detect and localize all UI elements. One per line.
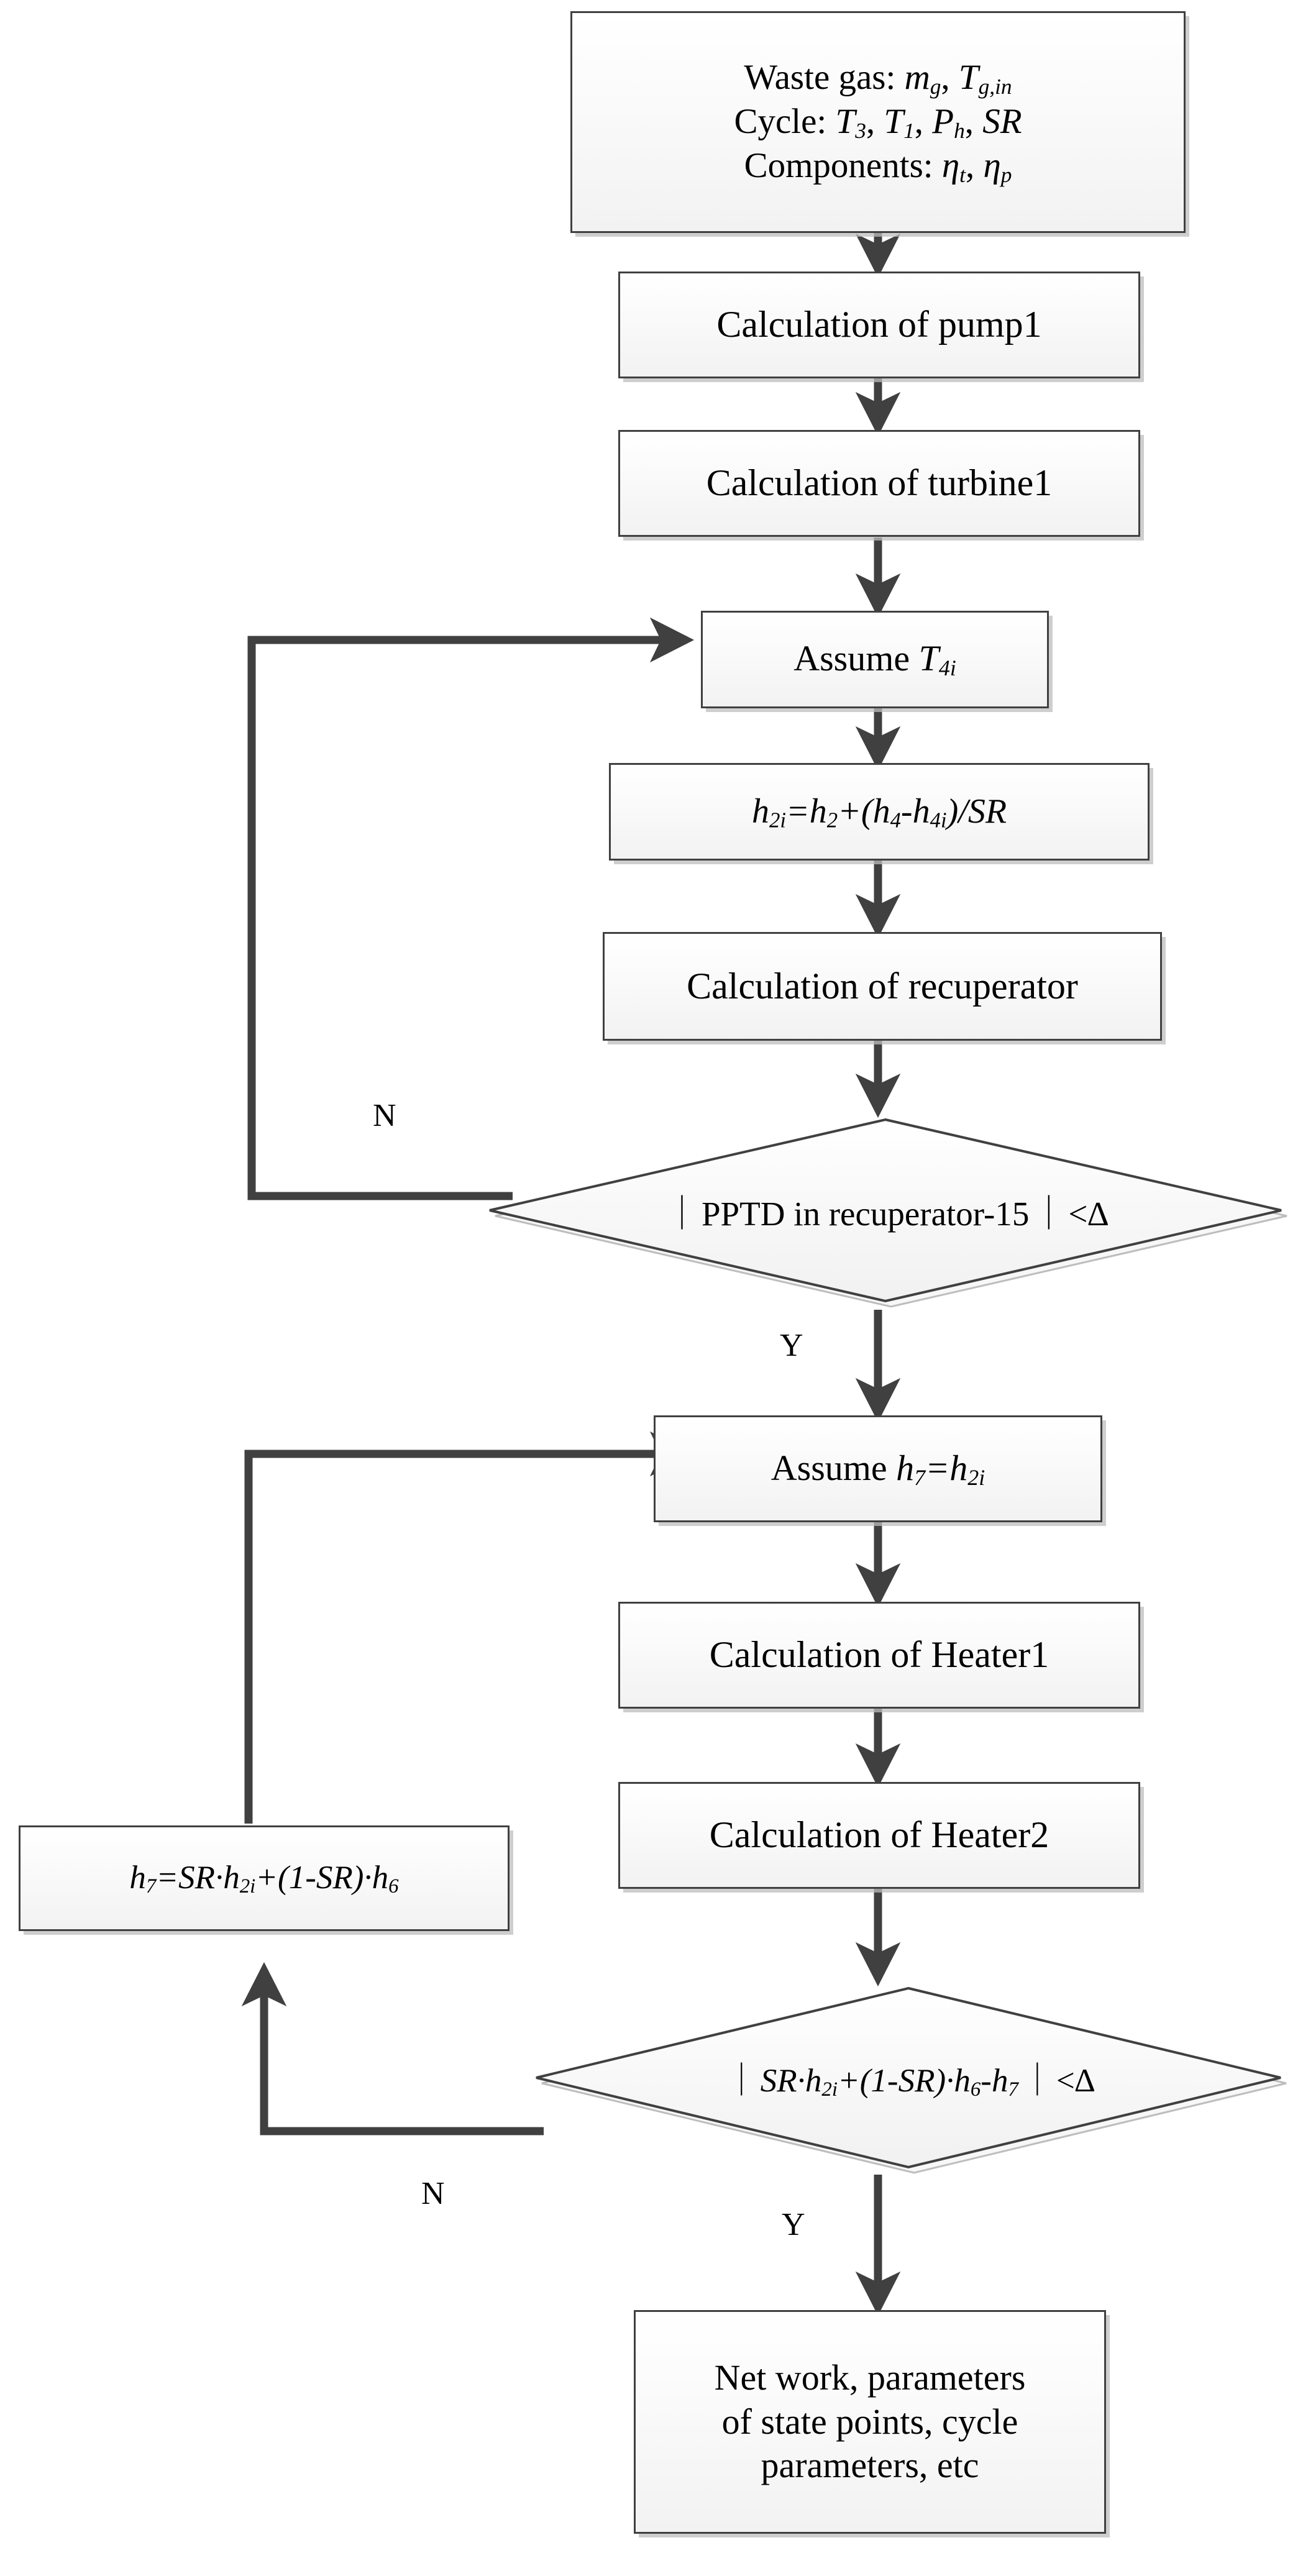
wire-decision2-no-loop (241, 1962, 544, 2135)
inputs-line-cycle: Cycle: T3, T1, Ph, SR (734, 102, 1022, 143)
recuperator-label: Calculation of recuperator (687, 965, 1078, 1007)
assume-t4i-label: Assume T4i (793, 638, 956, 681)
decision1-no-label: N (373, 1098, 396, 1133)
pump1-label: Calculation of pump1 (716, 304, 1042, 345)
inputs-line-waste-gas: Waste gas: mg, Tg,in (744, 58, 1012, 99)
node-heater1[interactable]: Calculation of Heater1 (618, 1602, 1140, 1709)
heater1-label: Calculation of Heater1 (709, 1634, 1049, 1676)
turbine1-label: Calculation of turbine1 (706, 462, 1053, 504)
h7-update-label: h7=SR·h2i+(1-SR)·h6 (129, 1859, 399, 1898)
decision2-no-label: N (421, 2176, 445, 2211)
h2i-formula-label: h2i=h2+(h4-h4i)/SR (751, 792, 1007, 833)
node-assume-h7[interactable]: Assume h7=h2i (654, 1415, 1102, 1522)
decision1-yes-label: Y (780, 1328, 803, 1363)
node-turbine1[interactable]: Calculation of turbine1 (618, 430, 1140, 537)
outputs-line-3: parameters, etc (761, 2445, 979, 2486)
node-inputs[interactable]: Waste gas: mg, Tg,in Cycle: T3, T1, Ph, … (570, 11, 1186, 233)
node-heater2[interactable]: Calculation of Heater2 (618, 1782, 1140, 1889)
decision2-shape (536, 1986, 1287, 2174)
assume-h7-label: Assume h7=h2i (770, 1447, 985, 1490)
node-pump1[interactable]: Calculation of pump1 (618, 272, 1140, 378)
decision1-shape (489, 1118, 1287, 1308)
node-outputs[interactable]: Net work, parameters of state points, cy… (634, 2310, 1106, 2534)
node-h2i-formula[interactable]: h2i=h2+(h4-h4i)/SR (609, 763, 1150, 861)
outputs-line-2: of state points, cycle (721, 2401, 1018, 2442)
decision2-label: ｜SR·h2i+(1-SR)·h6-h7｜<∆ (725, 2062, 1095, 2101)
node-assume-t4i[interactable]: Assume T4i (701, 611, 1049, 708)
decision2-yes-label: Y (782, 2207, 805, 2242)
decision1-label: ｜PPTD in recuperator-15｜<∆ (664, 1195, 1109, 1233)
heater2-label: Calculation of Heater2 (709, 1814, 1049, 1856)
node-h7-update[interactable]: h7=SR·h2i+(1-SR)·h6 (19, 1825, 510, 1931)
inputs-line-components: Components: ηt, ηp (744, 145, 1012, 187)
outputs-line-1: Net work, parameters (714, 2357, 1026, 2398)
node-recuperator[interactable]: Calculation of recuperator (603, 932, 1162, 1041)
node-decision-h7-converged[interactable]: ｜SR·h2i+(1-SR)·h6-h7｜<∆ (531, 1981, 1287, 2175)
node-decision-pptd[interactable]: ｜PPTD in recuperator-15｜<∆ (485, 1111, 1287, 1310)
